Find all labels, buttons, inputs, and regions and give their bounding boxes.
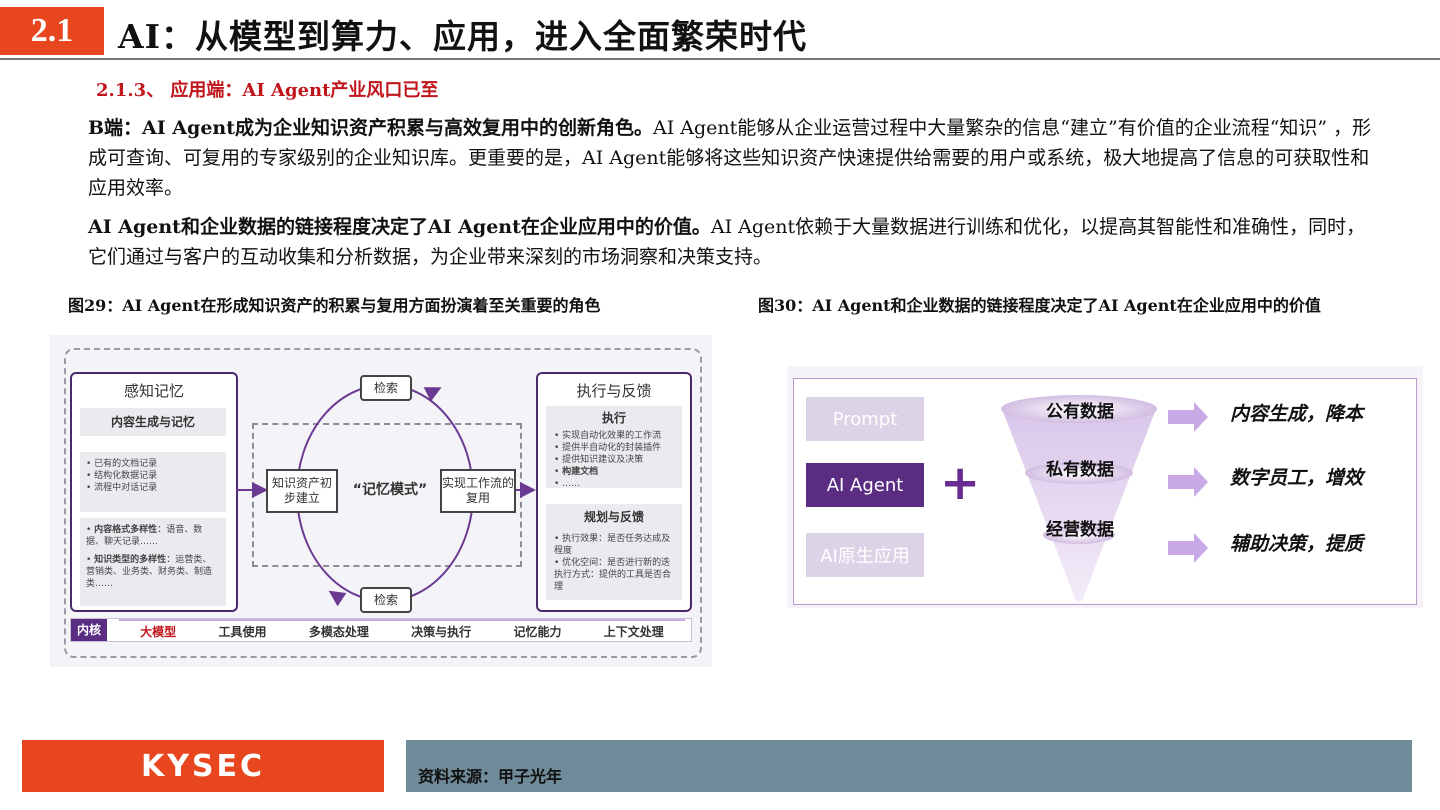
subsection-title: 2.1.3、 应用端：AI Agent产业风口已至	[96, 80, 439, 101]
paragraph-body: AI Agent依赖于大量数据进行训练和优化，以提高其智能性和准确性，同时，它们…	[88, 216, 1366, 268]
panel-title: 执行与反馈	[576, 382, 652, 400]
header-divider	[0, 58, 1440, 60]
arrow-right-icon	[1168, 533, 1208, 563]
paragraph-lead: B端：AI Agent成为企业知识资产积累与高效复用中的创新角色。	[88, 117, 654, 139]
private-data-label: 私有数据	[1046, 460, 1114, 480]
figure30-caption: 图30：AI Agent和企业数据的链接程度决定了AI Agent在企业应用中的…	[758, 296, 1321, 315]
execute-section: 执行 • 实现自动化效果的工作流 • 提供半自动化的封装插件 • 提供知识建议及…	[546, 406, 682, 490]
core-capability-bar: 内核 大模型 工具使用 多模态处理 决策与执行 记忆能力 上下文处理	[70, 618, 692, 642]
paragraph-lead: AI Agent和企业数据的链接程度决定了AI Agent在企业应用中的价值。	[88, 216, 711, 238]
source-note: 资料来源：甲子光年	[418, 767, 563, 786]
arrow-right-icon	[1168, 467, 1208, 497]
list-item: • 提供半自动化的封装插件	[554, 443, 662, 453]
list-item: • 知识类型的多样性：运营类、营销类、业务类、财务类、制造类……	[86, 555, 213, 589]
capability-item: 工具使用	[218, 624, 267, 639]
capability-item: 多模态处理	[308, 624, 369, 639]
arrow-right-icon	[1168, 402, 1208, 432]
list-item: • 已有的文档记录	[86, 459, 158, 469]
list-item: • 执行效果：是否任务达成及程度	[554, 534, 671, 556]
workflow-reuse-node: 实现工作流的复用	[440, 469, 516, 513]
list-item: • ……	[554, 479, 581, 489]
paragraph-data-link: AI Agent和企业数据的链接程度决定了AI Agent在企业应用中的价值。A…	[88, 212, 1383, 272]
list-item: • 结构化数据记录	[86, 471, 158, 481]
diagram-frame: Prompt AI Agent AI原生应用 + 公有数据 私有数据 经营数据	[793, 378, 1417, 605]
figure30-diagram: Prompt AI Agent AI原生应用 + 公有数据 私有数据 经营数据	[787, 366, 1423, 608]
prompt-pill: Prompt	[806, 397, 924, 441]
section-number: 2.1	[0, 7, 104, 55]
record-list: • 已有的文档记录 • 结构化数据记录 • 流程中对话记录	[80, 452, 226, 512]
result-efficiency: 数字员工，增效	[1230, 467, 1364, 489]
ai-native-app-pill: AI原生应用	[806, 533, 924, 577]
data-funnel	[1001, 395, 1157, 601]
list-item: • 实现自动化效果的工作流	[554, 431, 662, 441]
diagram-outer-frame	[64, 348, 702, 658]
figure29-diagram: 感知记忆 内容生成与记忆 • 已有的文档记录 • 结构化数据记录 • 流程中对话…	[50, 335, 712, 667]
knowledge-build-node: 知识资产初步建立	[266, 469, 338, 513]
figure29-caption: 图29：AI Agent在形成知识资产的积累与复用方面扮演着至关重要的角色	[68, 296, 601, 315]
capability-item: 上下文处理	[603, 624, 664, 639]
capability-item: 决策与执行	[411, 624, 472, 639]
page-title: AI：从模型到算力、应用，进入全面繁荣时代	[118, 17, 808, 56]
panel-subtitle: 内容生成与记忆	[80, 408, 226, 436]
capability-list: 大模型 工具使用 多模态处理 决策与执行 记忆能力 上下文处理	[119, 619, 685, 641]
capability-item: 记忆能力	[513, 624, 562, 639]
memory-mode-label: “记忆模式”	[352, 482, 428, 498]
result-cost-reduction: 内容生成，降本	[1230, 403, 1364, 425]
list-item: • 优化空间：是否进行新的迭执行方式：提供的工具是否合理	[554, 558, 672, 592]
paragraph-b-side: B端：AI Agent成为企业知识资产积累与高效复用中的创新角色。AI Agen…	[88, 113, 1383, 203]
list-item: • 内容格式多样性：语音、数据、聊天记录……	[86, 525, 203, 547]
diversity-list: • 内容格式多样性：语音、数据、聊天记录…… • 知识类型的多样性：运营类、营销…	[80, 518, 226, 606]
panel-title: 感知记忆	[123, 382, 184, 400]
list-item: • 流程中对话记录	[86, 483, 158, 493]
brand-logo: KYSEC	[22, 740, 384, 792]
execution-feedback-panel: 执行与反馈 执行 • 实现自动化效果的工作流 • 提供半自动化的封装插件 • 提…	[536, 372, 692, 612]
core-tag: 内核	[71, 619, 107, 641]
result-quality: 辅助决策，提质	[1230, 533, 1364, 555]
list-item: • 提供知识建议及决策	[554, 455, 644, 465]
list-item: • 构建文档	[554, 467, 599, 477]
section-title: 执行	[601, 411, 626, 425]
perception-memory-panel: 感知记忆 内容生成与记忆 • 已有的文档记录 • 结构化数据记录 • 流程中对话…	[70, 372, 238, 612]
result-arrows	[1168, 402, 1208, 563]
plus-icon: +	[940, 455, 981, 511]
planning-section: 规划与反馈 • 执行效果：是否任务达成及程度 • 优化空间：是否进行新的迭执行方…	[546, 504, 682, 600]
ai-agent-pill: AI Agent	[806, 463, 924, 507]
retrieve-top-label: 检索	[360, 375, 412, 401]
planning-list: • 执行效果：是否任务达成及程度 • 优化空间：是否进行新的迭执行方式：提供的工…	[546, 525, 682, 593]
retrieve-bottom-label: 检索	[360, 587, 412, 613]
footer-bar	[406, 740, 1412, 792]
execute-list: • 实现自动化效果的工作流 • 提供半自动化的封装插件 • 提供知识建议及决策 …	[546, 426, 682, 490]
public-data-label: 公有数据	[1046, 402, 1114, 422]
operating-data-label: 经营数据	[1046, 520, 1114, 540]
capability-item: 大模型	[140, 624, 177, 639]
section-title: 规划与反馈	[583, 510, 644, 524]
paragraph-body: AI Agent能够从企业运营过程中大量繁杂的信息“建立”有价值的企业流程“知识…	[88, 117, 1372, 199]
